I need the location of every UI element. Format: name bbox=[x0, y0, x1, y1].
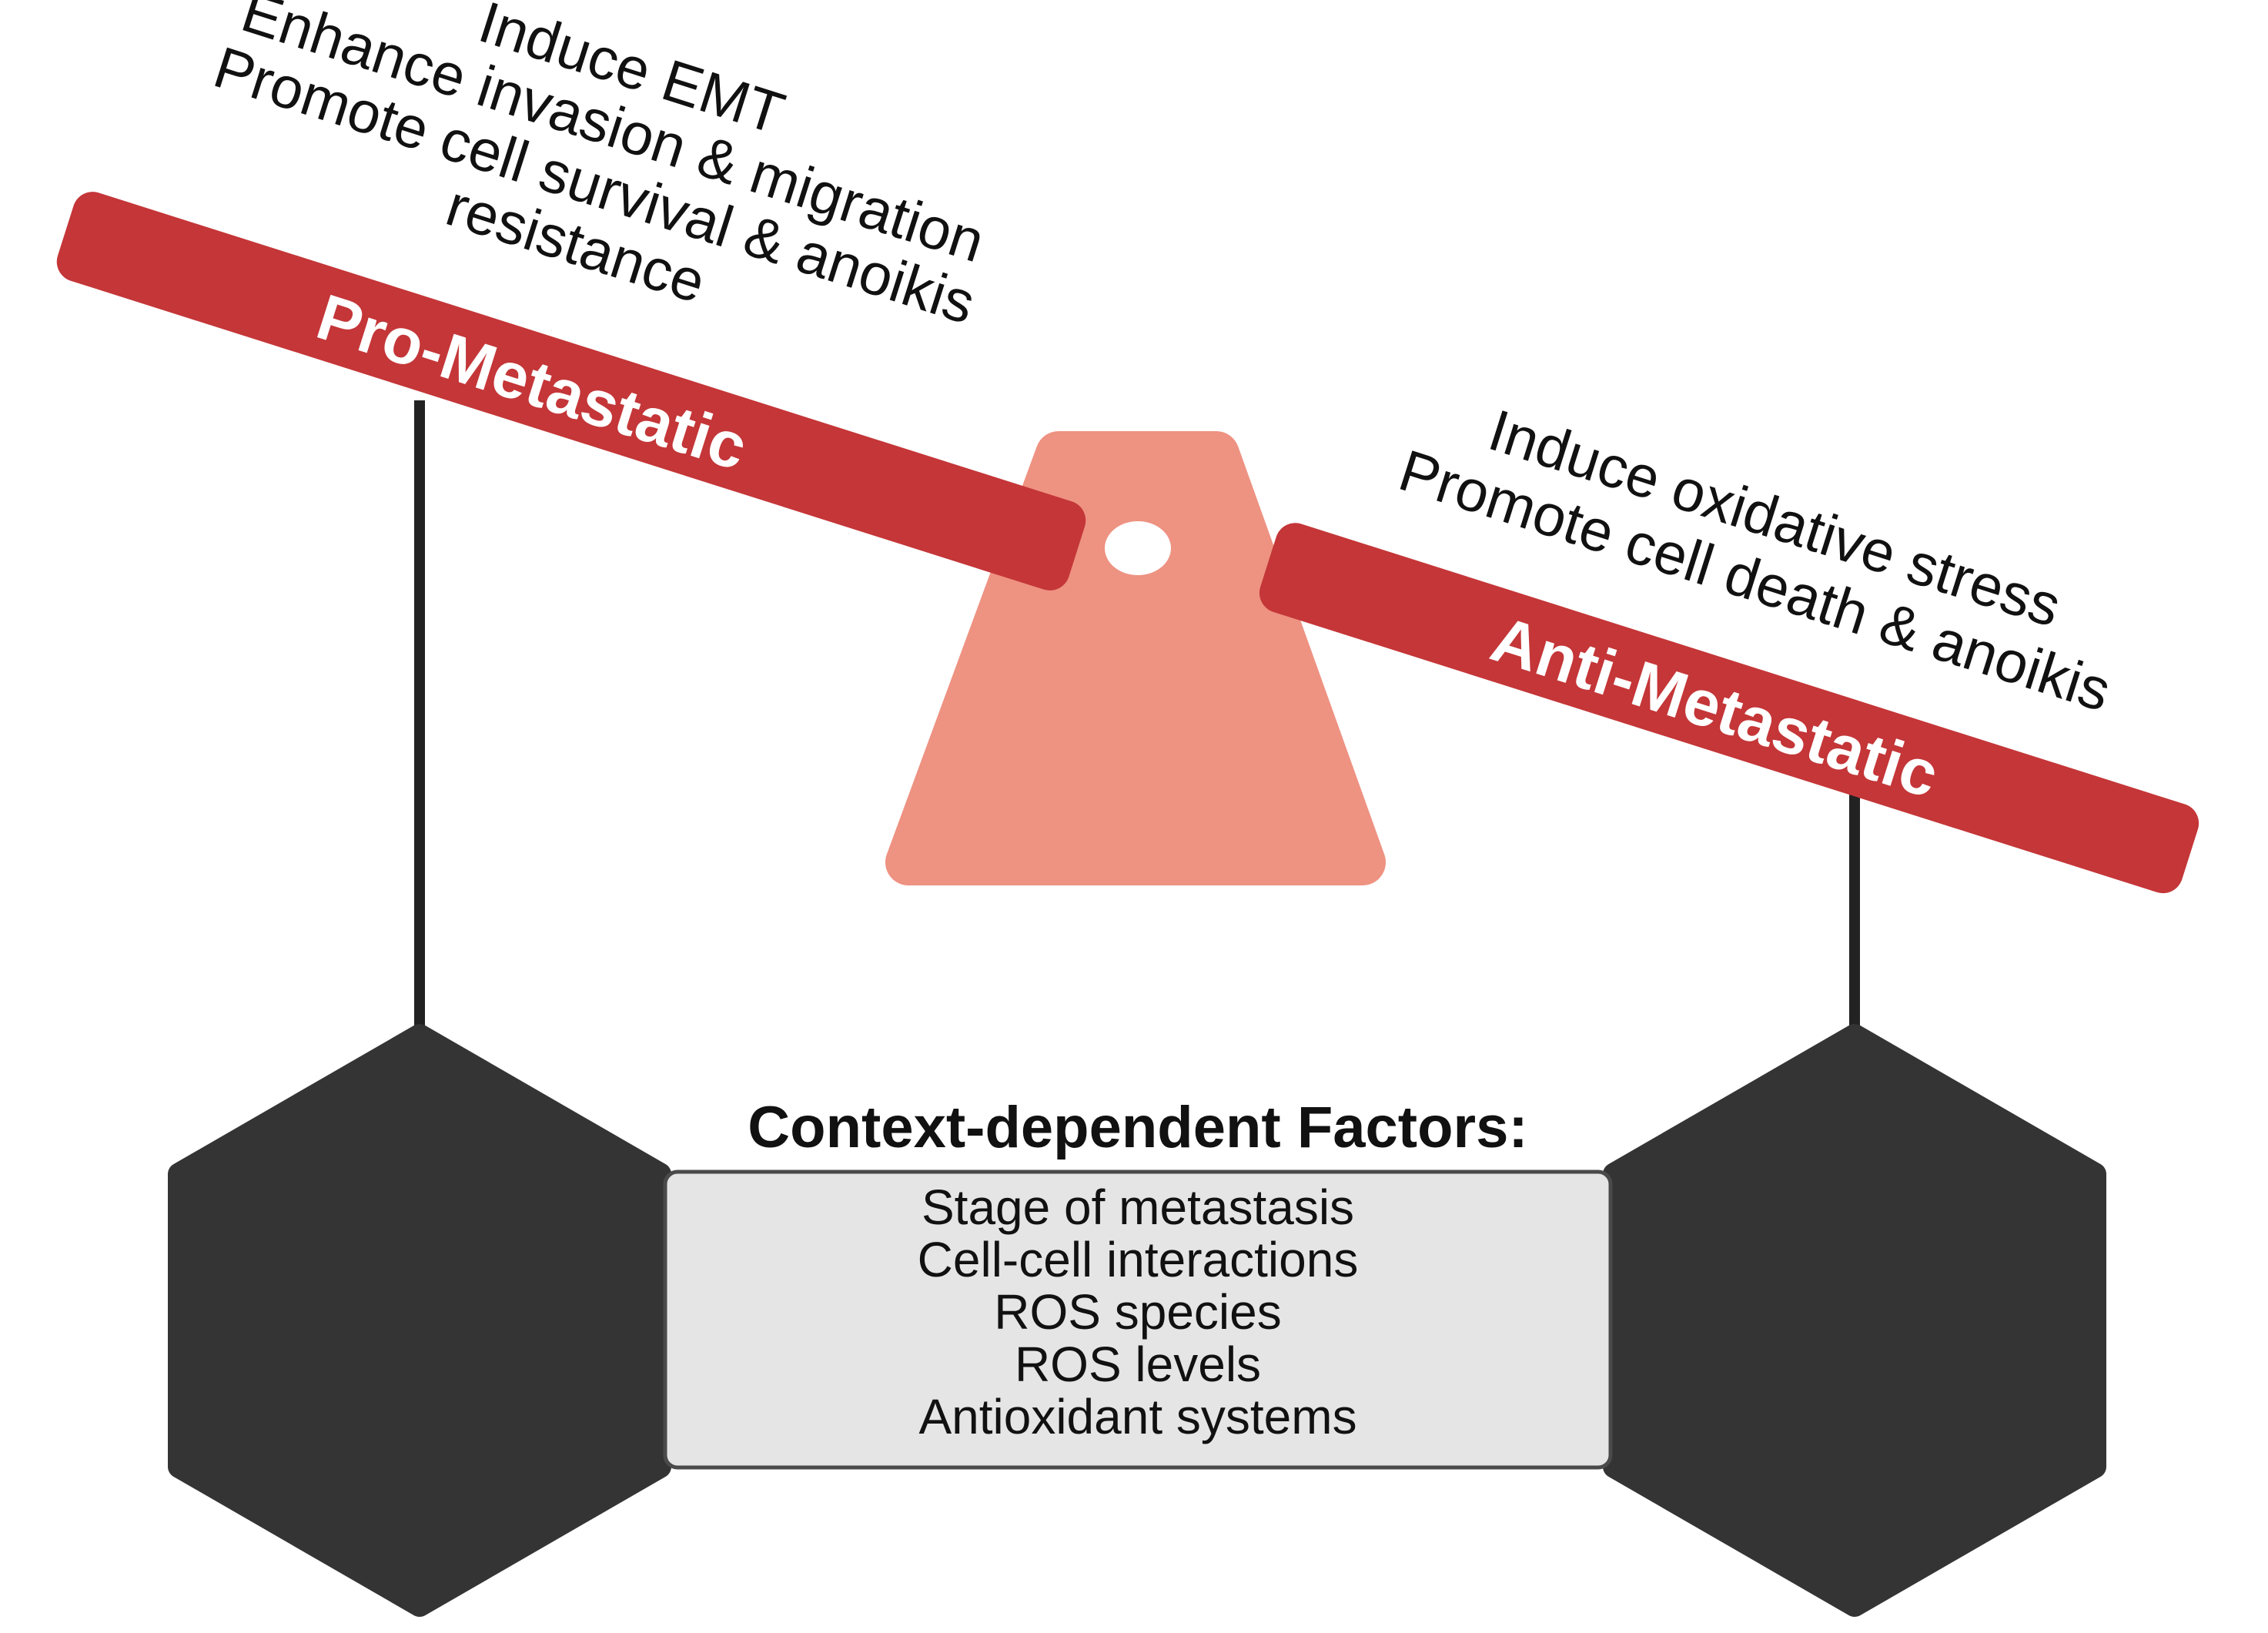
right-hexagon-weight bbox=[1603, 1024, 2106, 1617]
fulcrum-pivot-hole bbox=[1105, 521, 1171, 575]
context-factor-item: ROS levels bbox=[1015, 1337, 1261, 1392]
context-factors-title: Context-dependent Factors: bbox=[748, 1095, 1527, 1160]
context-factor-item: Stage of metastasis bbox=[922, 1180, 1354, 1235]
context-factors-box bbox=[663, 1170, 1613, 1470]
anti-metastatic-bar bbox=[1259, 523, 2199, 894]
context-factor-item: ROS species bbox=[994, 1284, 1281, 1340]
context-factors-list: Stage of metastasis Cell-cell interactio… bbox=[918, 1180, 1359, 1444]
pro-metastatic-bar bbox=[56, 192, 1086, 591]
context-factor-item: Cell-cell interactions bbox=[918, 1232, 1359, 1287]
context-factor-item: Antioxidant systems bbox=[918, 1389, 1356, 1444]
left-hexagon-weight bbox=[168, 1024, 671, 1617]
